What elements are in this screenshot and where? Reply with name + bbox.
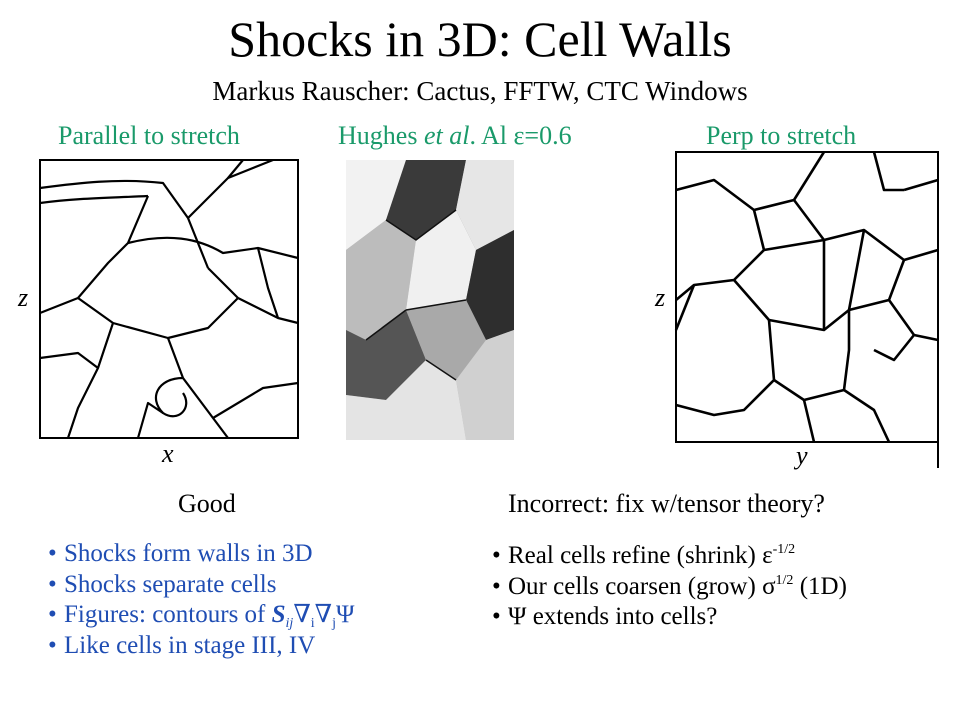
symbol-s: S bbox=[271, 601, 286, 628]
right-axis-y: y bbox=[796, 441, 808, 470]
caption-right: Perp to stretch bbox=[706, 121, 857, 150]
left-axis-z: z bbox=[18, 283, 29, 312]
bullet-text: Real cells refine (shrink) ε bbox=[508, 542, 773, 569]
right-axis-z: z bbox=[655, 283, 666, 312]
list-item: •Our cells coarsen (grow) σ1/2 (1D) bbox=[492, 572, 847, 603]
caption-middle-italic: et al bbox=[423, 121, 470, 150]
slide-subtitle: Markus Rauscher: Cactus, FFTW, CTC Windo… bbox=[212, 76, 748, 106]
bullet-text: Figures: contours of bbox=[64, 601, 272, 628]
slide-title: Shocks in 3D: Cell Walls bbox=[228, 11, 732, 67]
left-bullet-list: •Shocks form walls in 3D •Shocks separat… bbox=[48, 539, 354, 661]
subscript-ij: ij bbox=[285, 616, 294, 631]
bullet-dot: • bbox=[48, 631, 57, 659]
nabla-symbol: ∇ bbox=[314, 601, 333, 628]
caption-middle-prefix: Hughes bbox=[338, 121, 424, 150]
bullet-text: Shocks form walls in 3D bbox=[64, 540, 313, 567]
caption-middle-suffix: . Al ε=0.6 bbox=[469, 121, 572, 150]
bullet-dot: • bbox=[492, 542, 501, 569]
figure-parallel-stretch bbox=[39, 158, 299, 439]
caption-middle: Hughes et al. Al ε=0.6 bbox=[338, 120, 572, 152]
bullet-text: (1D) bbox=[793, 572, 847, 600]
list-item: •Figures: contours of Sij∇i∇jΨ bbox=[48, 600, 354, 631]
superscript: -1/2 bbox=[772, 542, 796, 557]
subscript-j: j bbox=[332, 616, 337, 631]
bullet-text: Like cells in stage III, IV bbox=[64, 631, 316, 659]
bullet-dot: • bbox=[492, 572, 501, 600]
figure-perp-stretch bbox=[674, 151, 939, 468]
label-incorrect: Incorrect: fix w/tensor theory? bbox=[508, 489, 825, 518]
list-item: •Like cells in stage III, IV bbox=[48, 631, 354, 662]
list-item: • Shocks form walls in 3D bbox=[48, 539, 354, 570]
list-item: • Ψ extends into cells? bbox=[492, 602, 847, 633]
bullet-dot: • bbox=[48, 570, 57, 598]
superscript: 1/2 bbox=[775, 572, 794, 588]
bullet-dot: • bbox=[492, 603, 501, 630]
bullet-dot: • bbox=[48, 540, 57, 567]
bullet-text: Our cells coarsen (grow) σ bbox=[508, 572, 776, 600]
nabla-symbol: ∇ bbox=[293, 601, 311, 628]
list-item: • Real cells refine (shrink) ε-1/2 bbox=[492, 541, 847, 572]
bullet-text: Ψ extends into cells? bbox=[508, 603, 718, 630]
caption-left: Parallel to stretch bbox=[58, 121, 240, 150]
bullet-dot: • bbox=[48, 601, 57, 628]
bullet-text: Shocks separate cells bbox=[64, 570, 277, 598]
label-good: Good bbox=[178, 489, 236, 518]
micrograph-image bbox=[346, 160, 514, 440]
right-bullet-list: •Real cells refine (shrink) ε-1/2 •Our c… bbox=[492, 541, 847, 633]
psi-symbol: Ψ bbox=[336, 601, 355, 628]
list-item: •Shocks separate cells bbox=[48, 570, 354, 601]
subscript-i: i bbox=[310, 616, 315, 631]
left-axis-x: x bbox=[162, 439, 174, 468]
